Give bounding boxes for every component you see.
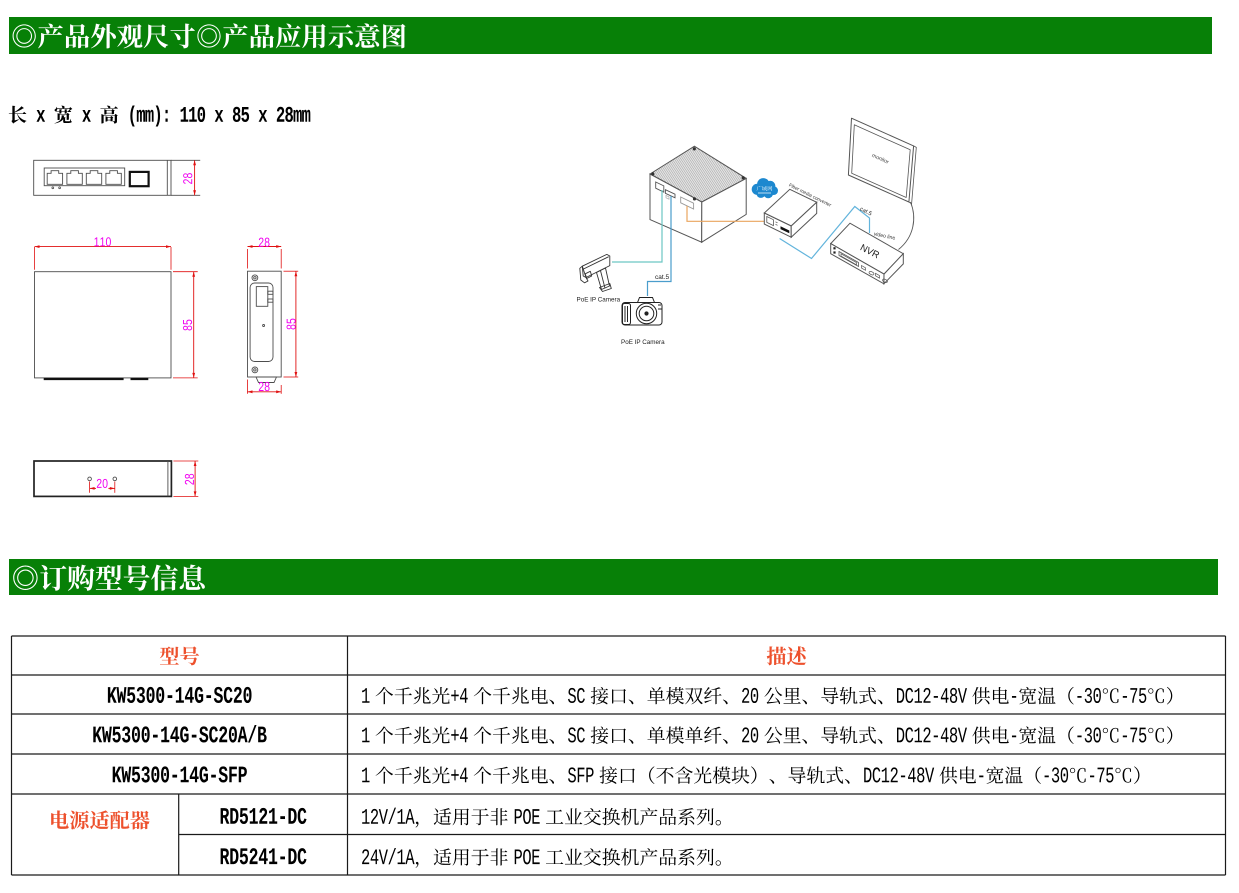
svg-text:video line: video line	[873, 231, 896, 241]
svg-text:PoE IP Camera: PoE IP Camera	[577, 297, 621, 304]
svg-text:PoE IP Camera: PoE IP Camera	[621, 339, 665, 346]
svg-text:cat.5: cat.5	[859, 206, 873, 217]
svg-text:cat.5: cat.5	[655, 274, 669, 281]
